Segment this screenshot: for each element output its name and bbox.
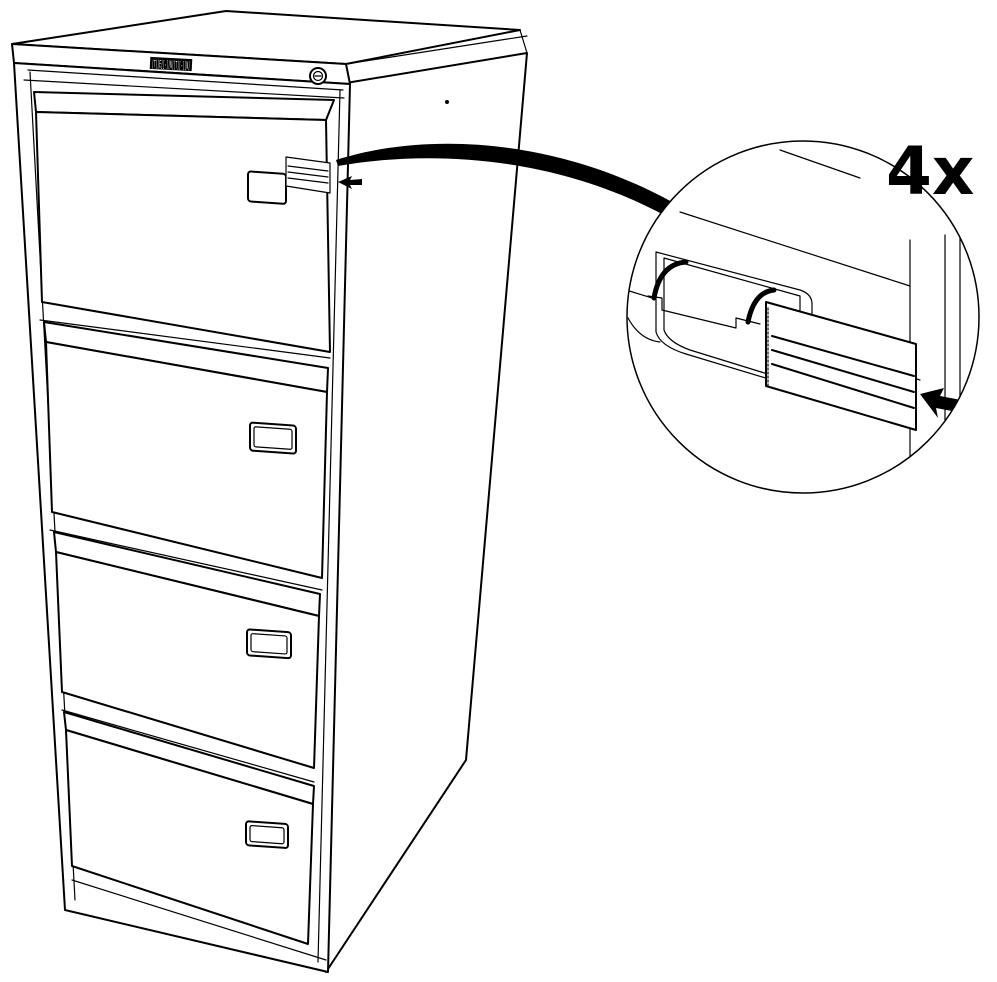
brand-plate: [T][E][-][N][T][-][N]	[149, 56, 193, 72]
label-holder-icon	[247, 156, 331, 205]
drawer-4	[63, 711, 315, 945]
cabinet-side-panel	[325, 52, 528, 973]
drawer-2	[43, 321, 329, 591]
filing-cabinet: [T][E][-][N][T][-][N]	[11, 10, 528, 973]
detail-zoom-circle	[626, 140, 980, 494]
label-holder-detail	[647, 251, 917, 431]
drawer-3	[53, 531, 321, 783]
callout-leader	[336, 143, 672, 214]
insert-arrow-icon-small	[338, 176, 362, 189]
key-lock-icon	[309, 67, 327, 85]
quantity-multiplier-label: 4x	[886, 133, 975, 210]
drawer-1	[33, 91, 362, 359]
brand-plate-text: [T][E][-][N][T][-][N]	[152, 59, 191, 72]
side-screw-dot	[445, 100, 449, 104]
